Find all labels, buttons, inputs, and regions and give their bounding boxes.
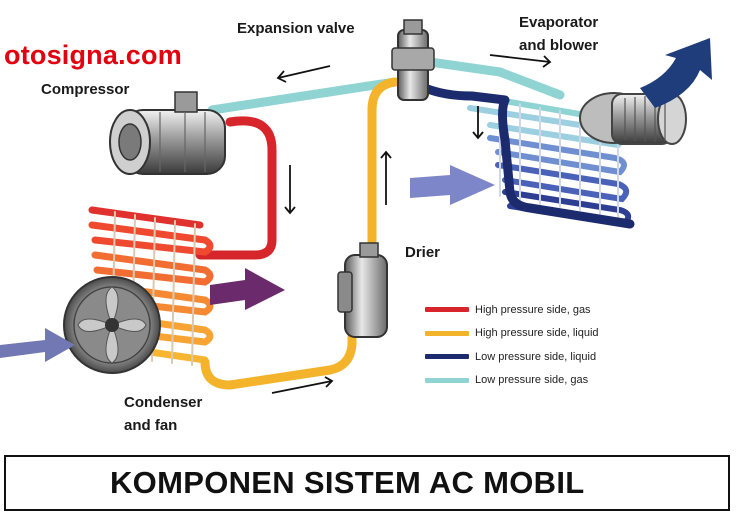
low-pressure-liquid-line: [420, 83, 635, 229]
legend: High pressure side, gas High pressure si…: [425, 298, 599, 392]
legend-label: High pressure side, liquid: [475, 327, 599, 340]
label-condenser-line2: and fan: [124, 417, 178, 434]
legend-item: High pressure side, liquid: [425, 322, 599, 346]
legend-item: High pressure side, gas: [425, 298, 599, 322]
legend-item: Low pressure side, gas: [425, 369, 599, 393]
legend-label: Low pressure side, liquid: [475, 350, 597, 363]
legend-swatch: [425, 330, 469, 336]
footer-banner: KOMPONEN SISTEM AC MOBIL: [4, 455, 730, 511]
legend-swatch: [425, 354, 469, 360]
watermark: otosigna.com: [0, 38, 190, 75]
high-pressure-liquid-line: [200, 77, 400, 390]
label-expansion-valve: Expansion valve: [237, 20, 355, 37]
footer-title: KOMPONEN SISTEM AC MOBIL: [110, 465, 585, 500]
label-evaporator-line1: Evaporator: [519, 14, 599, 31]
low-pressure-gas-line: [207, 57, 565, 115]
flow-direction-arrows: [271, 54, 552, 394]
label-drier: Drier: [405, 244, 441, 261]
expansion-valve: [391, 19, 435, 101]
legend-label: High pressure side, gas: [475, 303, 591, 316]
blower: [579, 92, 687, 145]
condenser-fan: [63, 276, 161, 374]
legend-item: Low pressure side, liquid: [425, 345, 599, 369]
high-pressure-gas-line: [195, 116, 277, 260]
drier: [337, 242, 388, 338]
label-evaporator-line2: and blower: [519, 37, 599, 54]
legend-swatch: [425, 307, 469, 313]
legend-label: Low pressure side, gas: [475, 374, 589, 387]
diagram-drawing: [0, 19, 712, 394]
legend-swatch: [425, 377, 469, 383]
label-compressor: Compressor: [41, 81, 130, 98]
air-flow-arrows: [0, 38, 712, 362]
compressor: [109, 91, 226, 175]
label-condenser-line1: Condenser: [124, 394, 203, 411]
